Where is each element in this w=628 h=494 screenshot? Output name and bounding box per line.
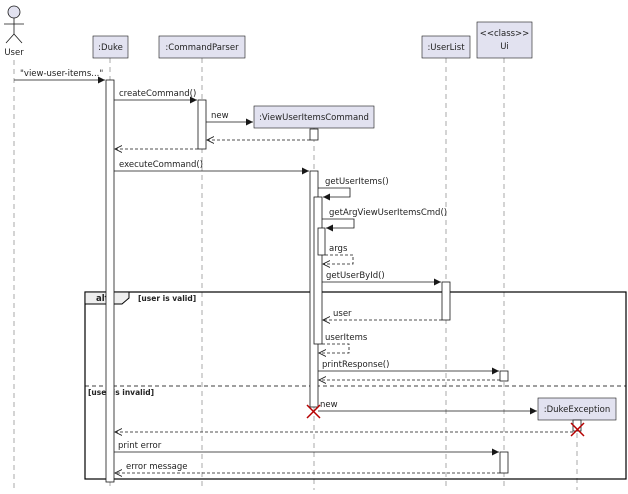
- activation-ui-printerror: [499, 451, 509, 474]
- participant-viewuseritemscommand-label: :ViewUserItemsCommand: [259, 113, 369, 123]
- message-error-message-label: error message: [126, 462, 187, 472]
- alt-guard-invalid: [user is invalid]: [88, 388, 154, 397]
- participant-viewuseritemscommand: :ViewUserItemsCommand: [253, 105, 375, 129]
- message-useritems-return: [319, 343, 350, 353]
- message-getargviewuseritemscmd: [322, 218, 355, 232]
- message-args-return: [323, 254, 354, 264]
- message-view-user-items-label: "view-user-items...": [20, 69, 103, 79]
- message-user-label: user: [333, 309, 352, 319]
- destroy-marker-vuic-stroke-2: [306, 404, 321, 419]
- user-actor-leg-right: [13, 33, 23, 44]
- message-getuseritems-label: getUserItems(): [325, 177, 389, 187]
- user-actor: User: [4, 5, 24, 58]
- participant-viewuseritemscommand-box: [253, 105, 375, 129]
- participant-userlist-label: :UserList: [427, 43, 465, 53]
- message-print-error-label: print error: [118, 441, 162, 451]
- message-getargviewuseritemscmd-label: getArgViewUserItemsCmd(): [329, 208, 447, 218]
- message-printresponse-label: printResponse(): [322, 360, 389, 370]
- participant-duke-box: [92, 35, 129, 59]
- participant-userlist: :UserList: [421, 35, 471, 59]
- participant-ui: <<class>> Ui: [476, 21, 533, 59]
- message-getuseritems: [318, 187, 351, 201]
- message-new-command-label: new: [211, 111, 229, 121]
- user-actor-head: [7, 5, 21, 19]
- activation-duke: [105, 79, 115, 483]
- message-new-dukeexception-label: new: [320, 400, 338, 410]
- participant-userlist-box: [421, 35, 471, 59]
- participant-commandparser-box: [158, 35, 246, 59]
- activation-vuic-getargs: [317, 227, 326, 256]
- alt-frame: [84, 291, 627, 480]
- activation-userlist: [441, 281, 451, 321]
- activation-vuic-new: [309, 128, 319, 141]
- participant-commandparser: :CommandParser: [158, 35, 246, 59]
- destroy-marker-viewuseritemscommand: [306, 404, 321, 419]
- alt-keyword: alt: [96, 294, 109, 304]
- participant-duke: :Duke: [92, 35, 129, 59]
- participant-ui-box: [476, 21, 533, 59]
- participant-ui-stereotype: <<class>>: [480, 29, 530, 39]
- activation-ui-printresponse: [499, 370, 509, 382]
- message-args-label: args: [329, 244, 348, 254]
- participant-dukeexception-label: :DukeException: [544, 405, 610, 415]
- participant-duke-label: :Duke: [98, 43, 123, 53]
- user-actor-label: User: [4, 48, 24, 58]
- user-actor-leg-left: [5, 33, 15, 44]
- alt-fragment: alt [user is valid] [user is invalid]: [84, 291, 627, 480]
- participant-commandparser-label: :CommandParser: [165, 43, 239, 53]
- message-createcommand-label: createCommand(): [119, 89, 196, 99]
- destroy-marker-exception-stroke-2: [570, 422, 585, 437]
- activation-vuic-getuseritems: [313, 196, 323, 345]
- activation-commandparser: [197, 99, 207, 150]
- participant-dukeexception: :DukeException: [537, 397, 617, 421]
- destroy-marker-dukeexception: [570, 422, 585, 437]
- message-executecommand-label: executeCommand(): [119, 160, 203, 170]
- alt-guard-valid: [user is valid]: [138, 294, 196, 303]
- message-getuserbyid-label: getUserById(): [326, 271, 385, 281]
- participant-ui-label: Ui: [500, 42, 509, 52]
- message-useritems-label: userItems: [325, 333, 368, 343]
